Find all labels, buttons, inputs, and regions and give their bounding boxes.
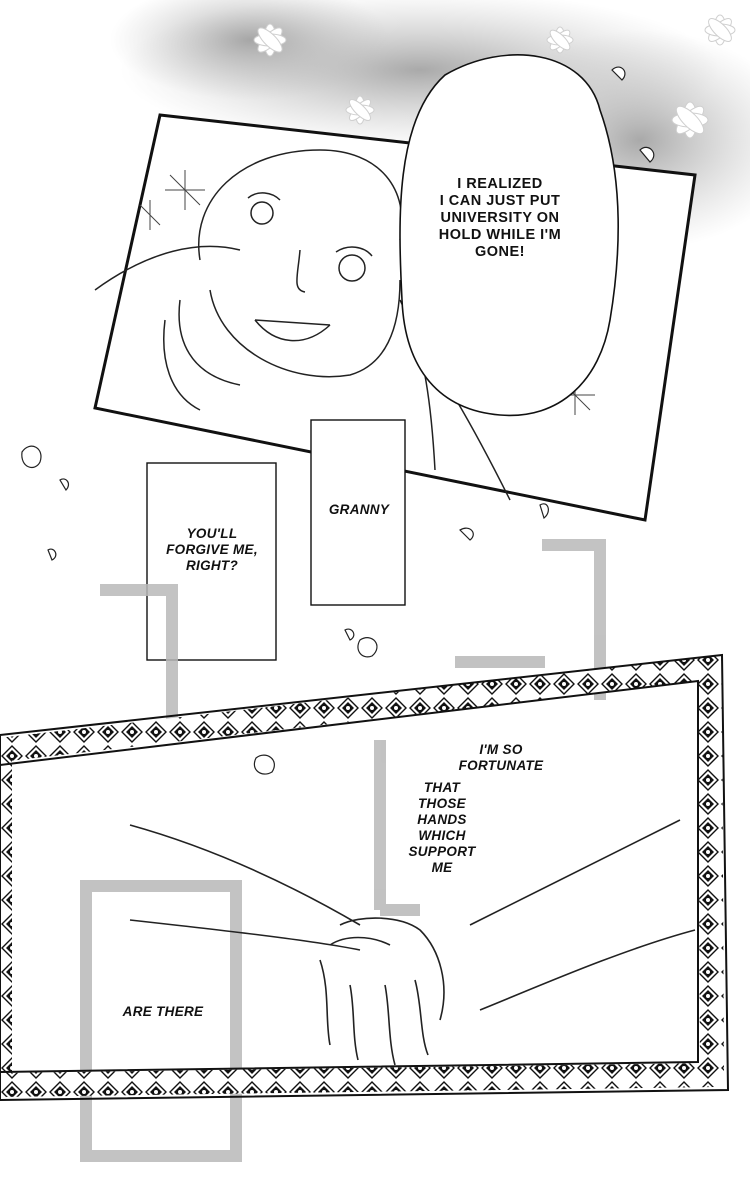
caption-granny: GRANNY <box>328 502 390 517</box>
holding-hands <box>129 819 696 1066</box>
speech-bubble-text: I REALIZED I CAN JUST PUT UNIVERSITY ON … <box>438 176 562 261</box>
flower-decorations <box>253 14 736 139</box>
screentone-frames <box>80 539 606 1162</box>
caption-box-granny <box>310 419 406 606</box>
caption-forgive: YOU'LL FORGIVE ME, RIGHT? <box>166 526 258 573</box>
caption-those-hands: THAT THOSE HANDS WHICH SUPPORT ME <box>408 780 476 875</box>
caption-fortunate: I'M SO FORTUNATE <box>458 742 544 773</box>
petal-decorations <box>21 66 655 775</box>
caption-are-there: ARE THERE <box>122 1004 204 1019</box>
lace-panel <box>0 653 730 1102</box>
speech-bubble <box>399 54 619 417</box>
